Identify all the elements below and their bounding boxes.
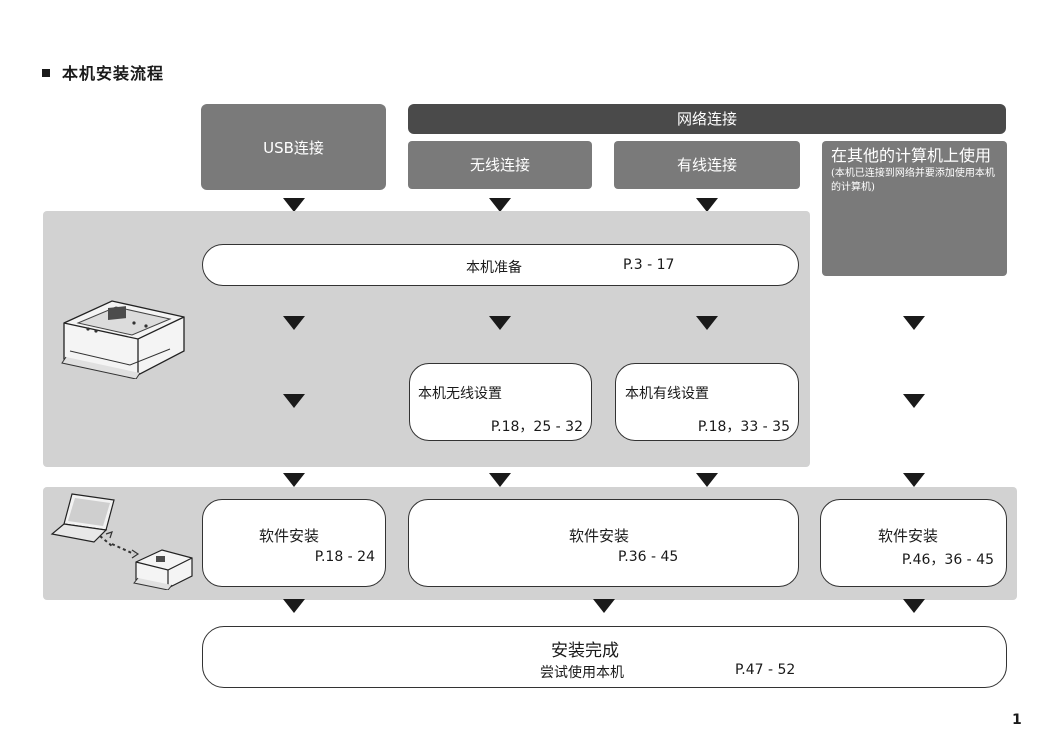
network-connection-header: 网络连接: [408, 104, 1006, 134]
page-title-text: 本机安装流程: [62, 64, 165, 83]
other-computer-note: (本机已连接到网络并要添加使用本机的计算机): [831, 168, 995, 193]
usb-connection-label: USB连接: [263, 139, 324, 157]
arrow-down-icon: [696, 473, 718, 487]
usb-connection-header: USB连接: [201, 104, 386, 190]
arrow-down-icon: [489, 316, 511, 330]
arrow-down-icon: [696, 198, 718, 212]
installation-complete-box: 安装完成 尝试使用本机 P.47 - 52: [202, 626, 1007, 688]
arrow-down-icon: [903, 394, 925, 408]
other-computer-header: 在其他的计算机上使用 (本机已连接到网络并要添加使用本机的计算机): [822, 141, 1007, 276]
page-number: 1: [1012, 712, 1022, 728]
wired-connection-label: 有线连接: [676, 156, 737, 174]
arrow-down-icon: [489, 473, 511, 487]
software-install-network-box: 软件安装 P.36 - 45: [408, 499, 799, 587]
software-install-network-pages: P.36 - 45: [618, 549, 679, 565]
software-install-other-box: 软件安装 P.46，36 - 45: [820, 499, 1007, 587]
machine-preparation-pages: P.3 - 17: [623, 257, 675, 273]
software-install-other-pages: P.46，36 - 45: [901, 552, 994, 568]
arrow-down-icon: [489, 198, 511, 212]
arrow-down-icon: [696, 316, 718, 330]
network-connection-label: 网络连接: [676, 110, 737, 128]
installation-complete-label: 安装完成: [551, 641, 619, 661]
wireless-setup-pages: P.18，25 - 32: [490, 419, 583, 435]
arrow-down-icon: [283, 473, 305, 487]
software-install-usb-box: 软件安装 P.18 - 24: [202, 499, 386, 587]
machine-preparation-box: 本机准备 P.3 - 17: [202, 244, 799, 286]
arrow-down-icon: [283, 316, 305, 330]
wireless-connection-label: 无线连接: [469, 156, 530, 174]
laptop-printer-icon: [50, 493, 193, 590]
wired-connection-header: 有线连接: [614, 141, 800, 189]
square-bullet-icon: [42, 68, 50, 77]
arrow-down-icon: [283, 599, 305, 613]
wireless-connection-header: 无线连接: [408, 141, 592, 189]
arrow-down-icon: [903, 473, 925, 487]
other-computer-label: 在其他的计算机上使用: [831, 146, 992, 165]
wired-setup-label: 本机有线设置: [625, 386, 709, 402]
software-install-usb-pages: P.18 - 24: [314, 549, 375, 565]
arrow-down-icon: [593, 599, 615, 613]
wireless-setup-label: 本机无线设置: [418, 386, 502, 402]
wired-setup-pages: P.18，33 - 35: [697, 419, 790, 435]
installation-complete-pages: P.47 - 52: [735, 662, 796, 678]
page-title: 本机安装流程: [42, 60, 164, 84]
machine-preparation-label: 本机准备: [466, 260, 522, 276]
arrow-down-icon: [283, 198, 305, 212]
wireless-setup-box: 本机无线设置 P.18，25 - 32: [409, 363, 592, 441]
software-install-network-label: 软件安装: [569, 527, 630, 545]
printer-icon: [61, 300, 185, 379]
try-machine-label: 尝试使用本机: [540, 665, 624, 681]
arrow-down-icon: [903, 599, 925, 613]
wired-setup-box: 本机有线设置 P.18，33 - 35: [615, 363, 799, 441]
software-install-usb-label: 软件安装: [259, 527, 320, 545]
arrow-down-icon: [283, 394, 305, 408]
arrow-down-icon: [903, 316, 925, 330]
software-install-other-label: 软件安装: [878, 527, 939, 545]
